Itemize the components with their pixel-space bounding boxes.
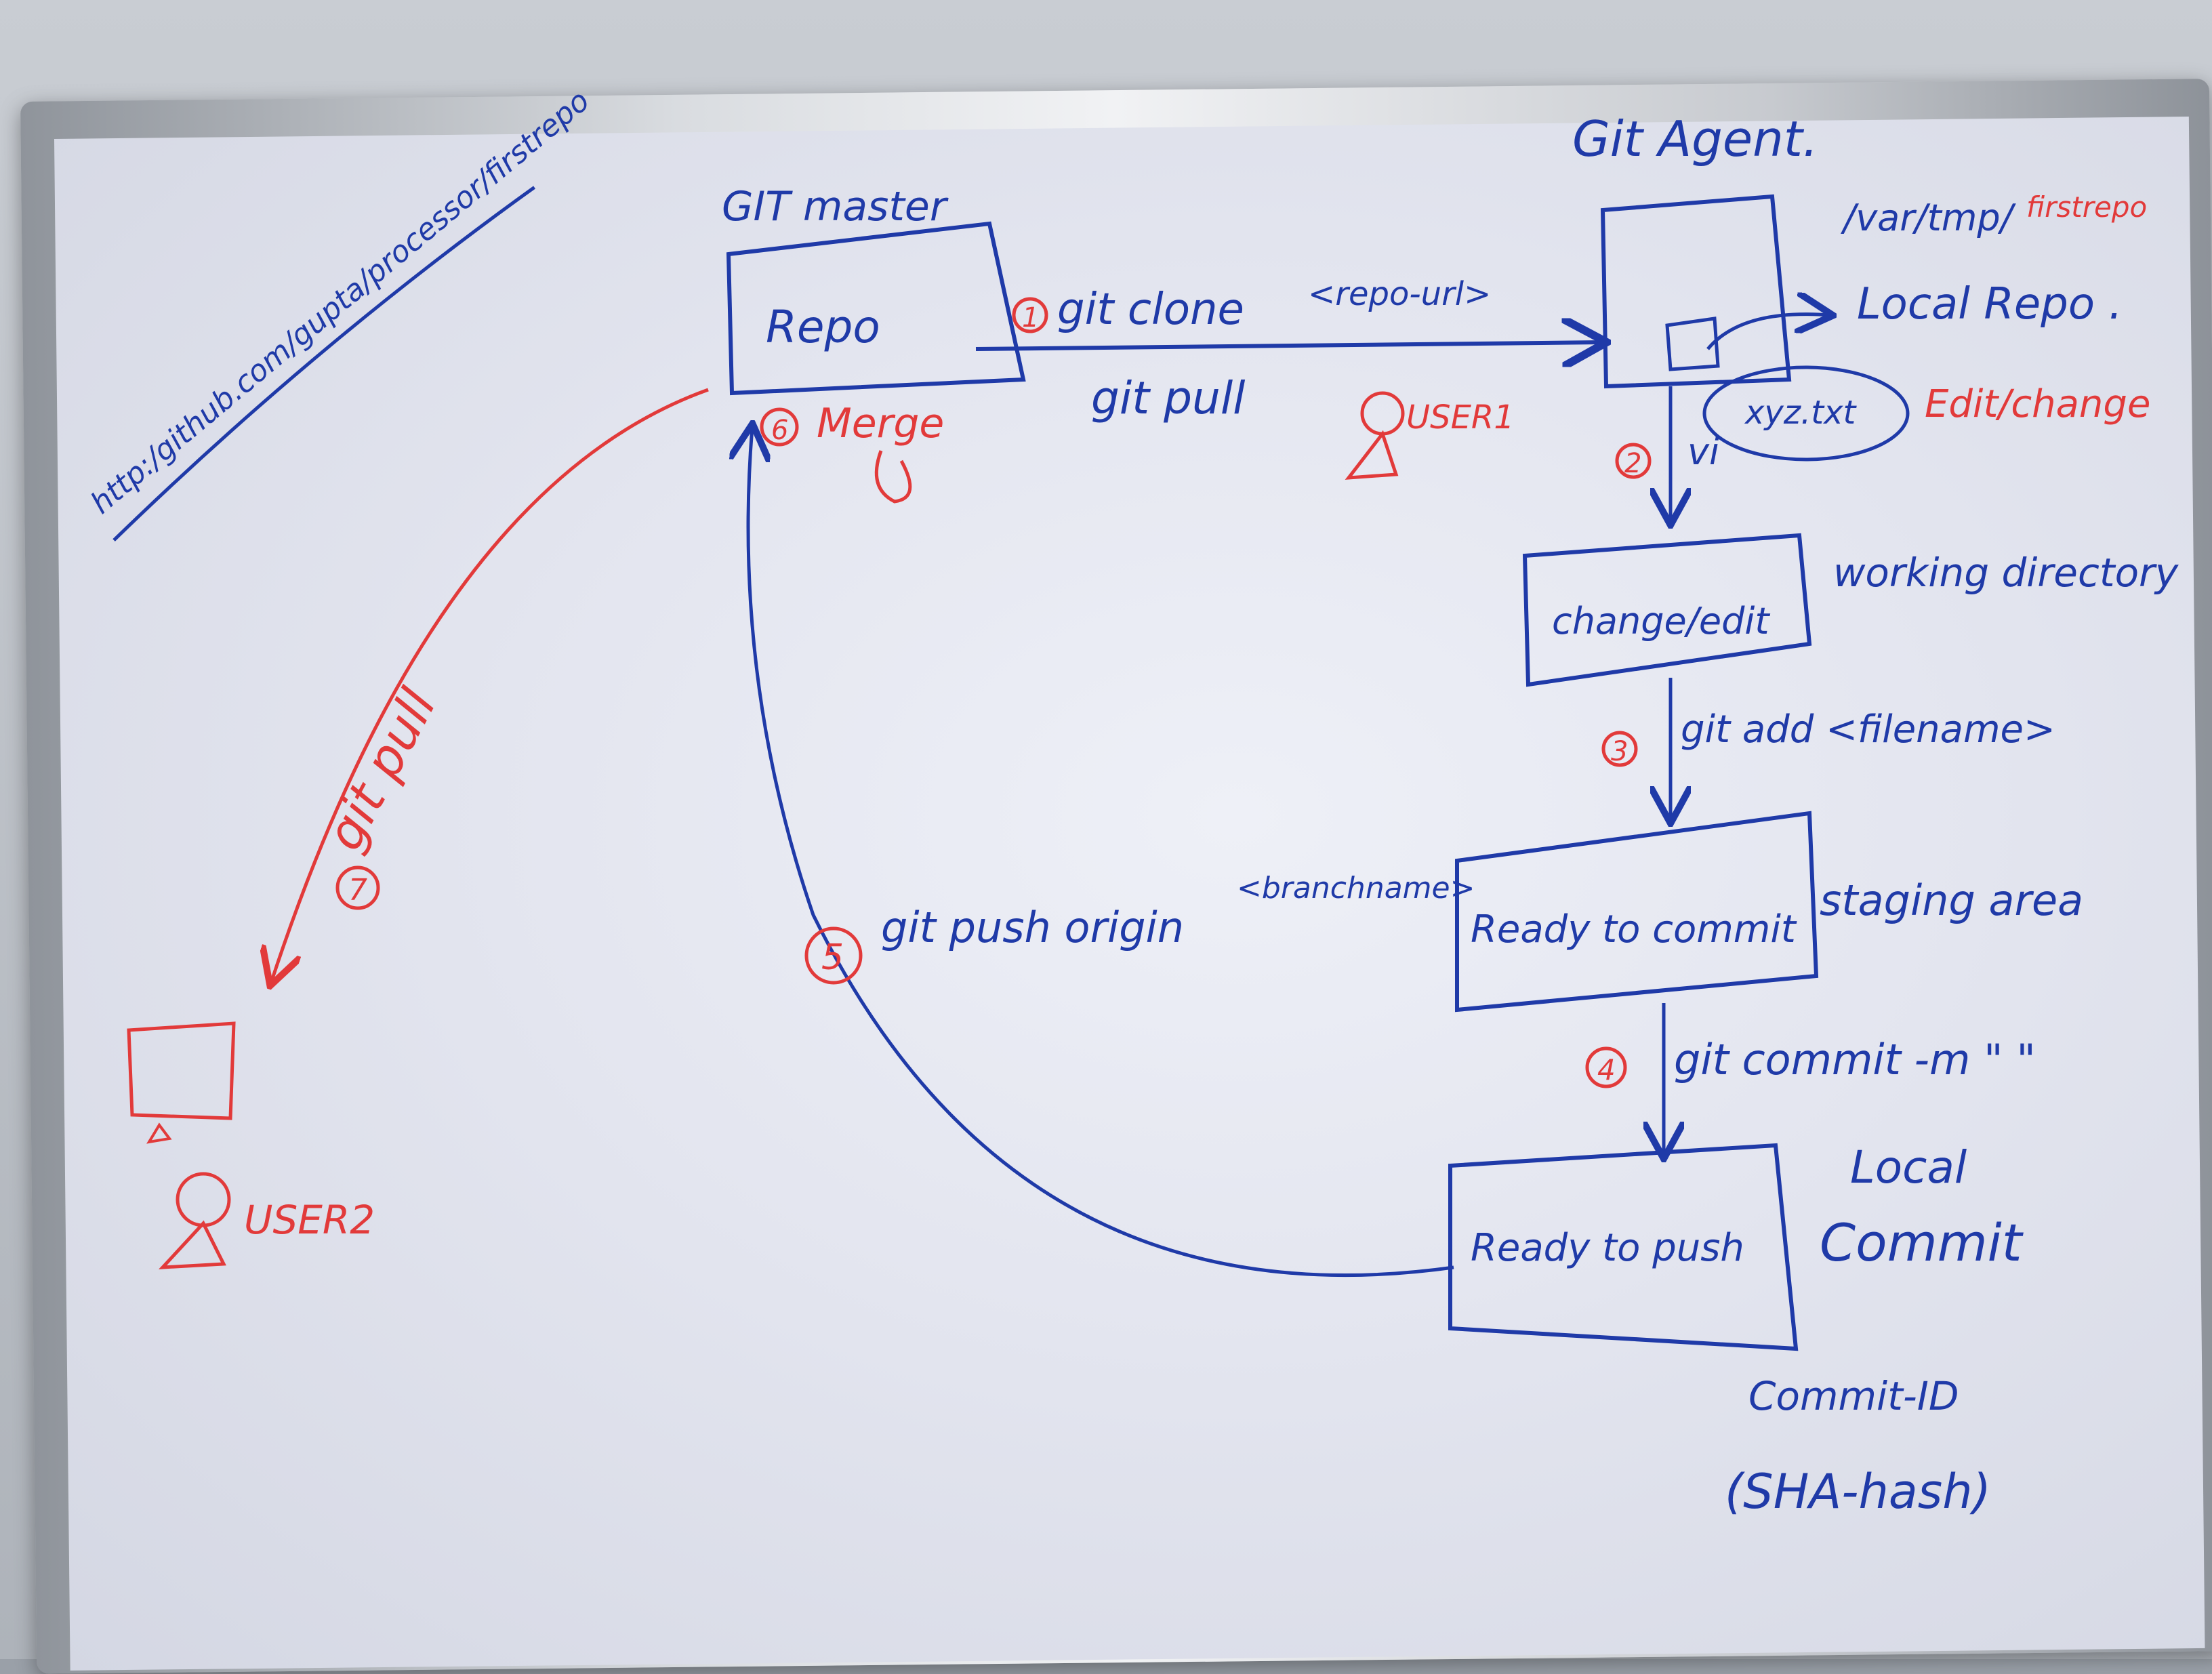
clone-arg: <repo-url> bbox=[1308, 275, 1491, 313]
working-directory-caption: working directory bbox=[1833, 550, 2179, 596]
user2-figure: USER2 bbox=[158, 1172, 375, 1269]
step-3-number: 3 bbox=[1611, 736, 1628, 767]
step-5-number: 5 bbox=[821, 937, 844, 978]
step-1-number: 1 bbox=[1022, 302, 1039, 333]
step-3-circle bbox=[1601, 731, 1638, 767]
user1-figure: USER1 bbox=[1345, 391, 1515, 480]
vi-command: vi bbox=[1687, 430, 1719, 473]
local-box-label: Ready to push bbox=[1471, 1226, 1744, 1270]
file-ellipse bbox=[1702, 365, 1910, 462]
agent-machine-box bbox=[1600, 194, 1792, 389]
repo-box bbox=[726, 221, 1026, 396]
agent-path-red: firstrepo bbox=[2026, 190, 2147, 224]
git-pull-red-text: git pull bbox=[315, 679, 448, 859]
add-command: git add <filename> bbox=[1681, 708, 2055, 752]
pull-command: git pull bbox=[1091, 372, 1246, 424]
step-6-number: 6 bbox=[771, 415, 788, 446]
repo-box-label: Repo bbox=[766, 301, 880, 353]
working-directory-box bbox=[1522, 533, 1812, 687]
staging-box-label: Ready to commit bbox=[1471, 907, 1797, 952]
commit-caption: Commit bbox=[1820, 1212, 2024, 1273]
git-master-title: GIT master bbox=[722, 183, 949, 230]
user2-monitor-stand bbox=[146, 1122, 172, 1144]
staging-area-caption: staging area bbox=[1820, 876, 2083, 925]
git-pull-red-label: git pull bbox=[315, 679, 448, 859]
local-caption: Local bbox=[1850, 1141, 1967, 1193]
step-7-number: 7 bbox=[348, 873, 367, 907]
staging-area-box bbox=[1455, 811, 1819, 1013]
file-name: xyz.txt bbox=[1744, 394, 1857, 432]
git-agent-title: Git Agent. bbox=[1572, 110, 1818, 167]
agent-path: /var/tmp/ bbox=[1841, 197, 2017, 239]
step-2-number: 2 bbox=[1624, 448, 1641, 479]
push-command: git push origin bbox=[881, 903, 1184, 952]
push-arg: <branchname> bbox=[1237, 871, 1475, 905]
step-4-number: 4 bbox=[1597, 1053, 1616, 1086]
local-commit-box bbox=[1448, 1143, 1799, 1351]
user2-monitor bbox=[127, 1021, 236, 1120]
step-2-circle bbox=[1615, 443, 1652, 479]
step-5-circle bbox=[804, 926, 863, 985]
step-4-circle bbox=[1585, 1046, 1627, 1088]
merge-loop bbox=[874, 450, 912, 504]
step-1-circle bbox=[1012, 297, 1048, 333]
merge-label: Merge bbox=[817, 400, 944, 447]
step-7-circle bbox=[335, 865, 380, 910]
url-note-underline bbox=[112, 186, 536, 542]
sha-hash-label: (SHA-hash) bbox=[1725, 1464, 1991, 1519]
edit-change-note: Edit/change bbox=[1925, 382, 2150, 426]
local-repo-label: Local Repo . bbox=[1857, 279, 2123, 329]
commit-command: git commit -m " " bbox=[1674, 1035, 2036, 1084]
git-pull-red-arrow bbox=[271, 388, 709, 983]
clone-command: git clone bbox=[1057, 285, 1244, 335]
url-note: http:/github.com/gupta/processor/firstre… bbox=[84, 83, 596, 542]
url-note-text: http:/github.com/gupta/processor/firstre… bbox=[84, 83, 596, 520]
local-repo-arrow bbox=[1706, 314, 1830, 350]
working-box-label: change/edit bbox=[1552, 600, 1770, 642]
push-arc-arrow bbox=[748, 427, 1454, 1277]
clone-arrow bbox=[975, 342, 1603, 349]
local-repo-small-box bbox=[1665, 317, 1720, 371]
commit-id-label: Commit-ID bbox=[1748, 1373, 1959, 1419]
user1-label: USER1 bbox=[1406, 399, 1515, 436]
user2-label: USER2 bbox=[244, 1197, 375, 1243]
